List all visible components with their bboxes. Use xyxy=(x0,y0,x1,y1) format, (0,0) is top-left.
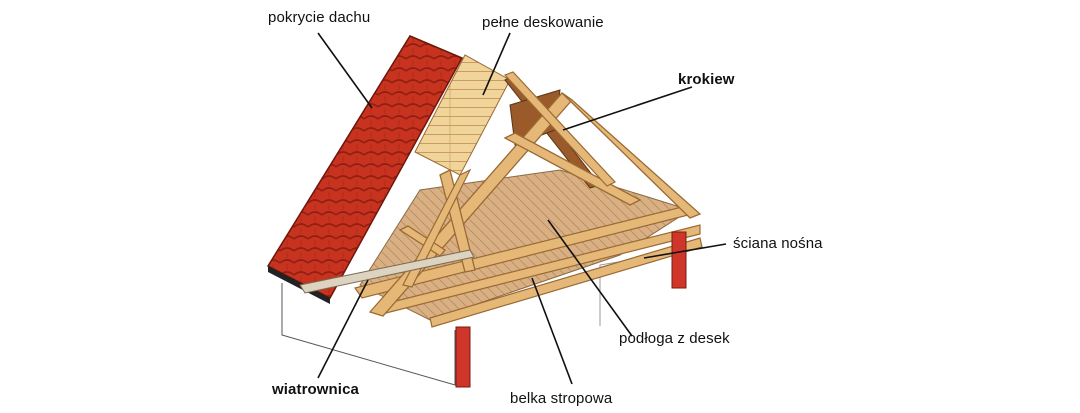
roof-eave-edge xyxy=(268,266,330,304)
label-wind-brace: wiatrownica xyxy=(272,381,359,398)
label-plank-floor: podłoga z desek xyxy=(619,330,730,347)
leader-lines xyxy=(317,32,727,385)
label-roof-covering: pokrycie dachu xyxy=(268,9,371,26)
ceiling-beams xyxy=(354,204,703,328)
label-load-bearing-wall: ściana nośna xyxy=(733,235,823,252)
label-rafter: krokiew xyxy=(678,71,735,88)
label-ceiling-beam: belka stropowa xyxy=(510,390,613,407)
label-full-boarding: pełne deskowanie xyxy=(482,14,604,31)
back-rafters xyxy=(504,74,601,189)
front-rafter xyxy=(402,71,616,288)
wind-brace xyxy=(299,249,475,294)
wall-posts xyxy=(455,231,687,388)
